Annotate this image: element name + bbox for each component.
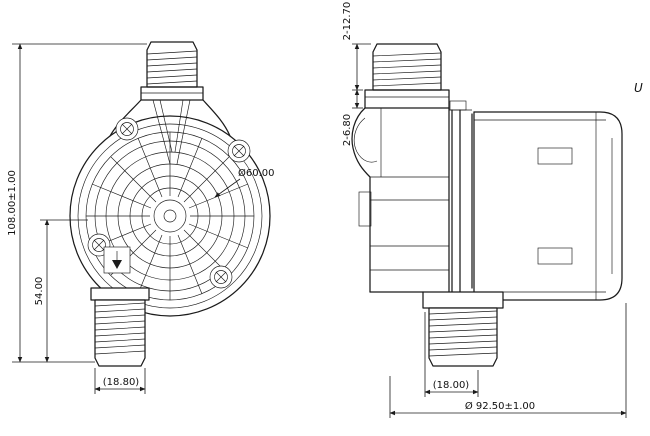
side-port-width-label: (18.00) (433, 380, 470, 391)
front-inlet-collar (140, 86, 204, 101)
body-diameter-label: Ø60.00 (238, 167, 275, 179)
side-inlet-thread (372, 43, 442, 91)
overall-height-label: 108.00±1.00 (7, 170, 18, 236)
dim-thread-length: 2-12.70 (342, 2, 371, 91)
front-screw-bottom-right (209, 265, 233, 289)
dim-side-port-width: (18.00) (424, 312, 479, 397)
front-screw-top-right (227, 139, 251, 163)
front-screw-top-left (115, 117, 139, 141)
dim-collar-height: 2-6.80 (342, 89, 363, 146)
dim-body-diameter: Ø60.00 (214, 167, 275, 198)
flow-direction-indicator (103, 246, 131, 274)
dim-front-port-width: (18.80) (94, 368, 146, 394)
side-inlet-collar (364, 89, 450, 109)
thread-length-label: 2-12.70 (342, 2, 353, 41)
collar-height-label: 2-6.80 (342, 114, 353, 146)
side-clamp-flange (449, 100, 473, 293)
overall-width-label: Ø 92.50±1.00 (465, 400, 535, 412)
motor-tab-top (537, 147, 573, 165)
front-view (69, 41, 271, 367)
front-port-width-label: (18.80) (103, 377, 140, 388)
side-view: U (351, 43, 643, 367)
dim-lower-port-height: 54.00 (34, 219, 88, 363)
side-outlet (422, 291, 504, 367)
motor-tab-bottom (537, 247, 573, 265)
side-motor-can (473, 111, 623, 301)
front-ribs (86, 132, 254, 300)
corner-label: U (634, 81, 643, 95)
flange-bolt (449, 100, 467, 111)
front-inlet-thread (146, 41, 198, 88)
front-volute-body (69, 115, 271, 317)
dim-overall-width: Ø 92.50±1.00 (389, 303, 627, 418)
dim-overall-height: 108.00±1.00 (7, 43, 147, 363)
dimensions: 108.00±1.00 54.00 (18.80) Ø60.00 2-12.70… (7, 2, 627, 418)
flow-arrow-icon (112, 260, 122, 269)
side-pump-housing (351, 107, 450, 293)
front-neck (109, 99, 231, 165)
lower-port-height-label: 54.00 (34, 277, 45, 306)
front-outlet (90, 287, 150, 367)
